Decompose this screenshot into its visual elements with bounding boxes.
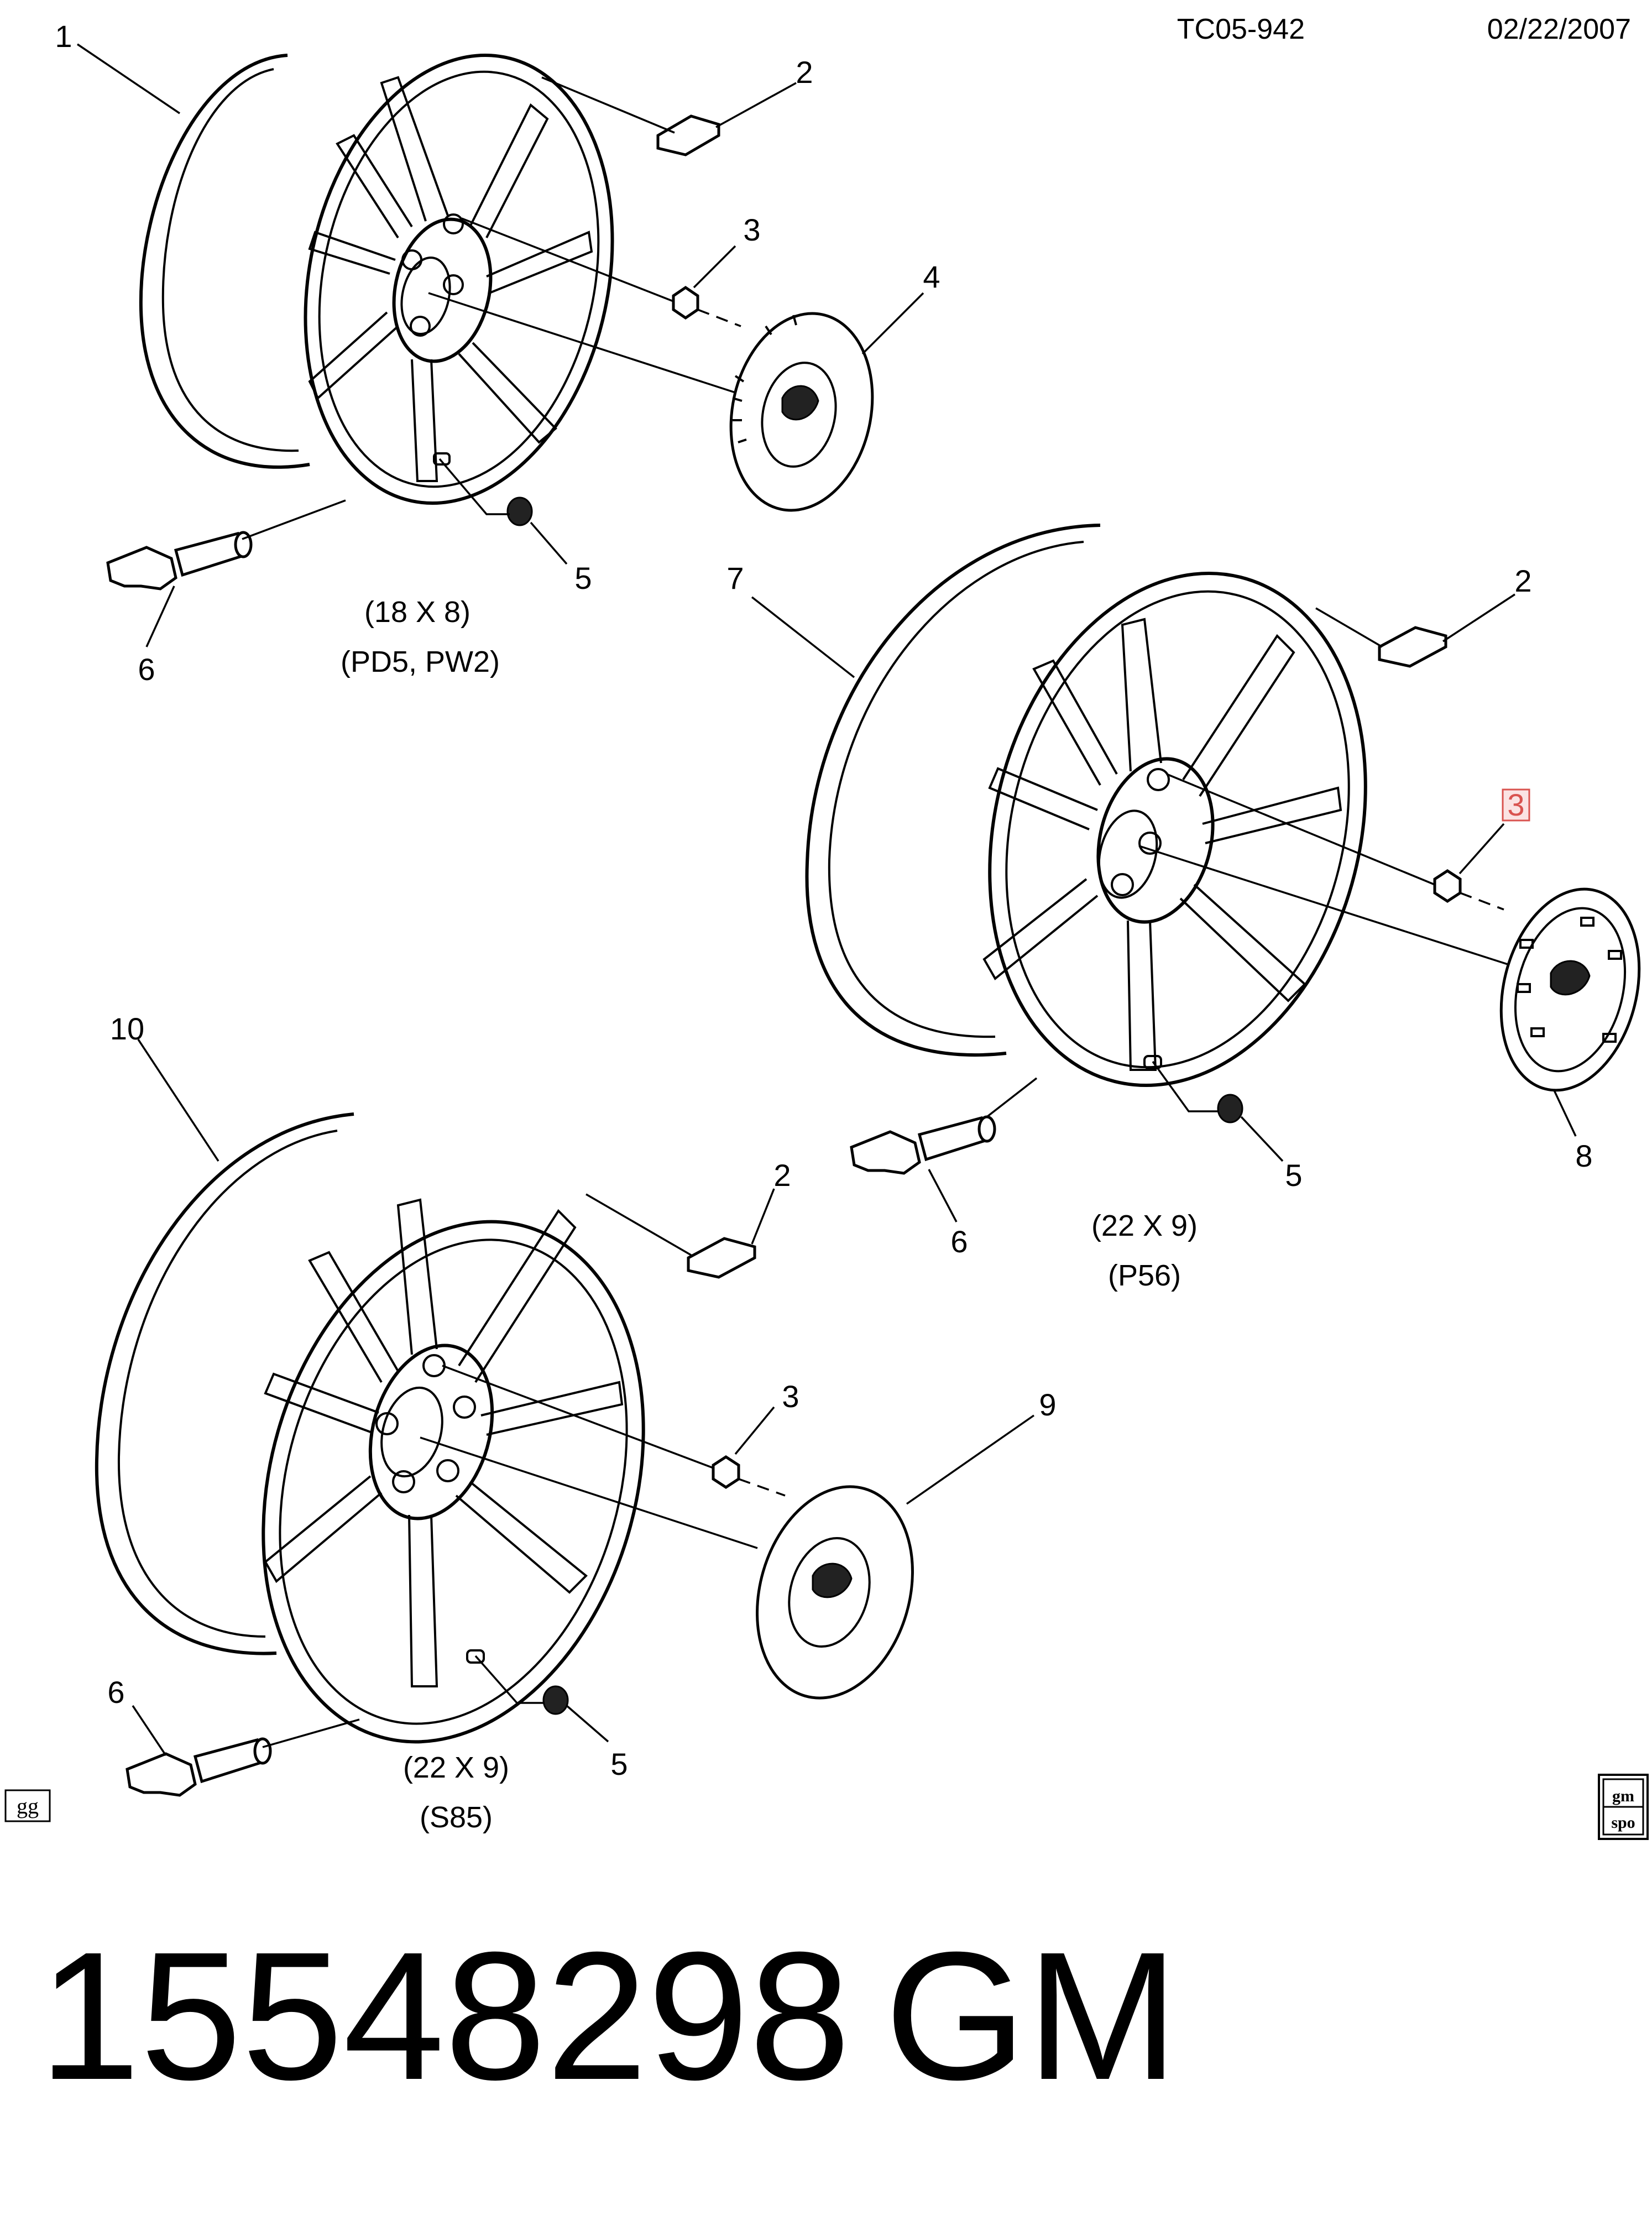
brand-label: GM: [885, 1914, 1179, 2118]
callout-weight: 2: [1514, 563, 1531, 598]
callout-weight: 2: [796, 55, 813, 90]
callout-cap: 9: [1039, 1387, 1056, 1422]
gg-badge: gg: [4, 1789, 51, 1822]
callout-nut-highlighted: 3: [1502, 787, 1530, 822]
wheel-22x9-p56-drawing: [805, 524, 1367, 1087]
balance-weight-icon: [687, 1237, 756, 1279]
balance-weight-icon: [656, 114, 720, 156]
assembly-wheel-22x9-s85: 10 2 3 9 5 6 (22 X 9) (S85): [95, 1011, 1057, 1834]
callout-cap: 4: [923, 259, 940, 294]
svg-text:gg: gg: [17, 1794, 39, 1818]
wheel-18x8-drawing: [139, 54, 614, 505]
center-cap-icon: [1499, 887, 1641, 1092]
callout-sensor: 6: [138, 652, 155, 687]
diagram-date: 02/22/2007: [1487, 13, 1631, 45]
wheel-size-label: (18 X 8): [364, 595, 470, 629]
lug-nut-icon: [1433, 869, 1462, 903]
callout-cap: 8: [1575, 1138, 1592, 1173]
center-cap-icon: [756, 1485, 914, 1700]
callout-cap-nut: 5: [574, 561, 592, 595]
lug-nut-icon: [672, 285, 699, 320]
svg-text:gm: gm: [1612, 1787, 1634, 1805]
callout-sensor: 6: [107, 1675, 124, 1710]
lug-nut-icon: [712, 1455, 740, 1489]
diagram-code: TC05-942: [1177, 13, 1305, 45]
option-codes-label: (P56): [1108, 1259, 1181, 1292]
callout-cap-nut: 5: [610, 1747, 628, 1781]
callout-sensor: 6: [950, 1224, 968, 1259]
wheel-22x9-s85-drawing: [95, 1112, 645, 1744]
center-cap-icon: [729, 312, 874, 512]
svg-text:spo: spo: [1611, 1813, 1635, 1832]
cap-nut-icon: [1217, 1094, 1243, 1123]
tpms-sensor-icon: [850, 1115, 996, 1175]
assembly-wheel-22x9-p56: 7 2 3 8 5 6 (22 X 9) (P56): [726, 524, 1641, 1292]
callout-nut: 3: [782, 1379, 799, 1414]
callout-wheel: 10: [110, 1011, 144, 1046]
option-codes-label: (PD5, PW2): [341, 645, 500, 678]
callout-wheel: 1: [55, 19, 72, 54]
callout-nut: 3: [1507, 787, 1524, 822]
wheel-size-label: (22 X 9): [1091, 1209, 1198, 1242]
tpms-sensor-icon: [126, 1737, 272, 1797]
gmspo-logo-icon: gm spo: [1598, 1774, 1649, 1840]
assembly-wheel-18x8: 1 2 3 4 5 6 (18 X 8) (PD5, PW2): [55, 19, 940, 687]
option-codes-label: (S85): [420, 1801, 493, 1834]
wheel-size-label: (22 X 9): [403, 1751, 509, 1784]
cap-nut-icon: [506, 496, 533, 526]
part-number: 15548298: [39, 1914, 850, 2118]
callout-wheel: 7: [726, 561, 744, 595]
callout-cap-nut: 5: [1285, 1158, 1302, 1193]
callout-nut: 3: [743, 212, 760, 247]
tpms-sensor-icon: [106, 531, 253, 590]
callout-weight: 2: [773, 1158, 791, 1193]
balance-weight-icon: [1378, 626, 1447, 668]
cap-nut-icon: [542, 1685, 569, 1715]
